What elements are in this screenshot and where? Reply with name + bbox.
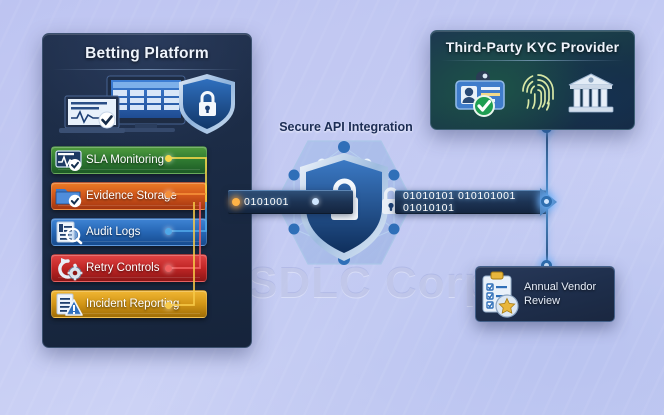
- kyc-panel-title: Third-Party KYC Provider: [431, 31, 634, 61]
- feature-connector-wires: [168, 157, 207, 306]
- fingerprint-icon: [518, 70, 558, 121]
- document-magnifier-icon: [52, 219, 86, 245]
- data-stream-left: 0101001: [228, 190, 353, 214]
- monitor-pulse-check-icon: [52, 147, 86, 173]
- platform-feature-list: SLA Monitoring Evidence Storage: [51, 146, 207, 326]
- betting-platform-title: Betting Platform: [43, 34, 251, 70]
- platform-devices-illustration: [55, 72, 241, 140]
- vendor-review-label: Annual Vendor Review: [524, 281, 597, 307]
- binary-text-right: 01010101 010101001 01010101: [403, 190, 516, 214]
- list-item-sla-monitoring[interactable]: SLA Monitoring: [51, 146, 207, 174]
- binary-text-left: 0101001: [244, 196, 290, 208]
- connector-dot-evidence: [165, 191, 172, 198]
- refresh-gear-icon: [52, 255, 86, 281]
- list-item-label: SLA Monitoring: [86, 154, 164, 166]
- clipboard-checklist-star-icon: [476, 270, 524, 318]
- secure-api-integration-label: Secure API Integration: [279, 120, 413, 134]
- folder-check-icon: [52, 183, 86, 209]
- betting-platform-panel: Betting Platform: [42, 33, 252, 348]
- list-item-label: Evidence Storage: [86, 190, 177, 202]
- stream-origin-dot: [232, 198, 240, 206]
- kyc-icon-row: [449, 65, 619, 125]
- document-warning-icon: [52, 291, 86, 317]
- list-item-label: Incident Reporting: [86, 298, 180, 310]
- list-item-incident-reporting[interactable]: Incident Reporting: [51, 290, 207, 318]
- list-item-label: Audit Logs: [86, 226, 141, 238]
- annual-vendor-review-box[interactable]: Annual Vendor Review: [475, 266, 615, 322]
- connector-dot-retry: [165, 265, 172, 272]
- connector-ring-middle: [541, 196, 552, 207]
- connector-dot-incident: [165, 302, 172, 309]
- connector-dot-audit: [165, 228, 172, 235]
- connector-dot-sla: [165, 155, 172, 162]
- stream-left-end-dot: [312, 198, 319, 205]
- id-card-verified-icon: [453, 69, 509, 122]
- list-item-label: Retry Controls: [86, 262, 160, 274]
- list-item-evidence-storage[interactable]: Evidence Storage: [51, 182, 207, 210]
- data-stream-right: 01010101 010101001 01010101: [395, 190, 547, 214]
- list-item-audit-logs[interactable]: Audit Logs: [51, 218, 207, 246]
- bank-building-icon: [567, 71, 615, 120]
- third-party-kyc-panel: Third-Party KYC Provider: [430, 30, 635, 130]
